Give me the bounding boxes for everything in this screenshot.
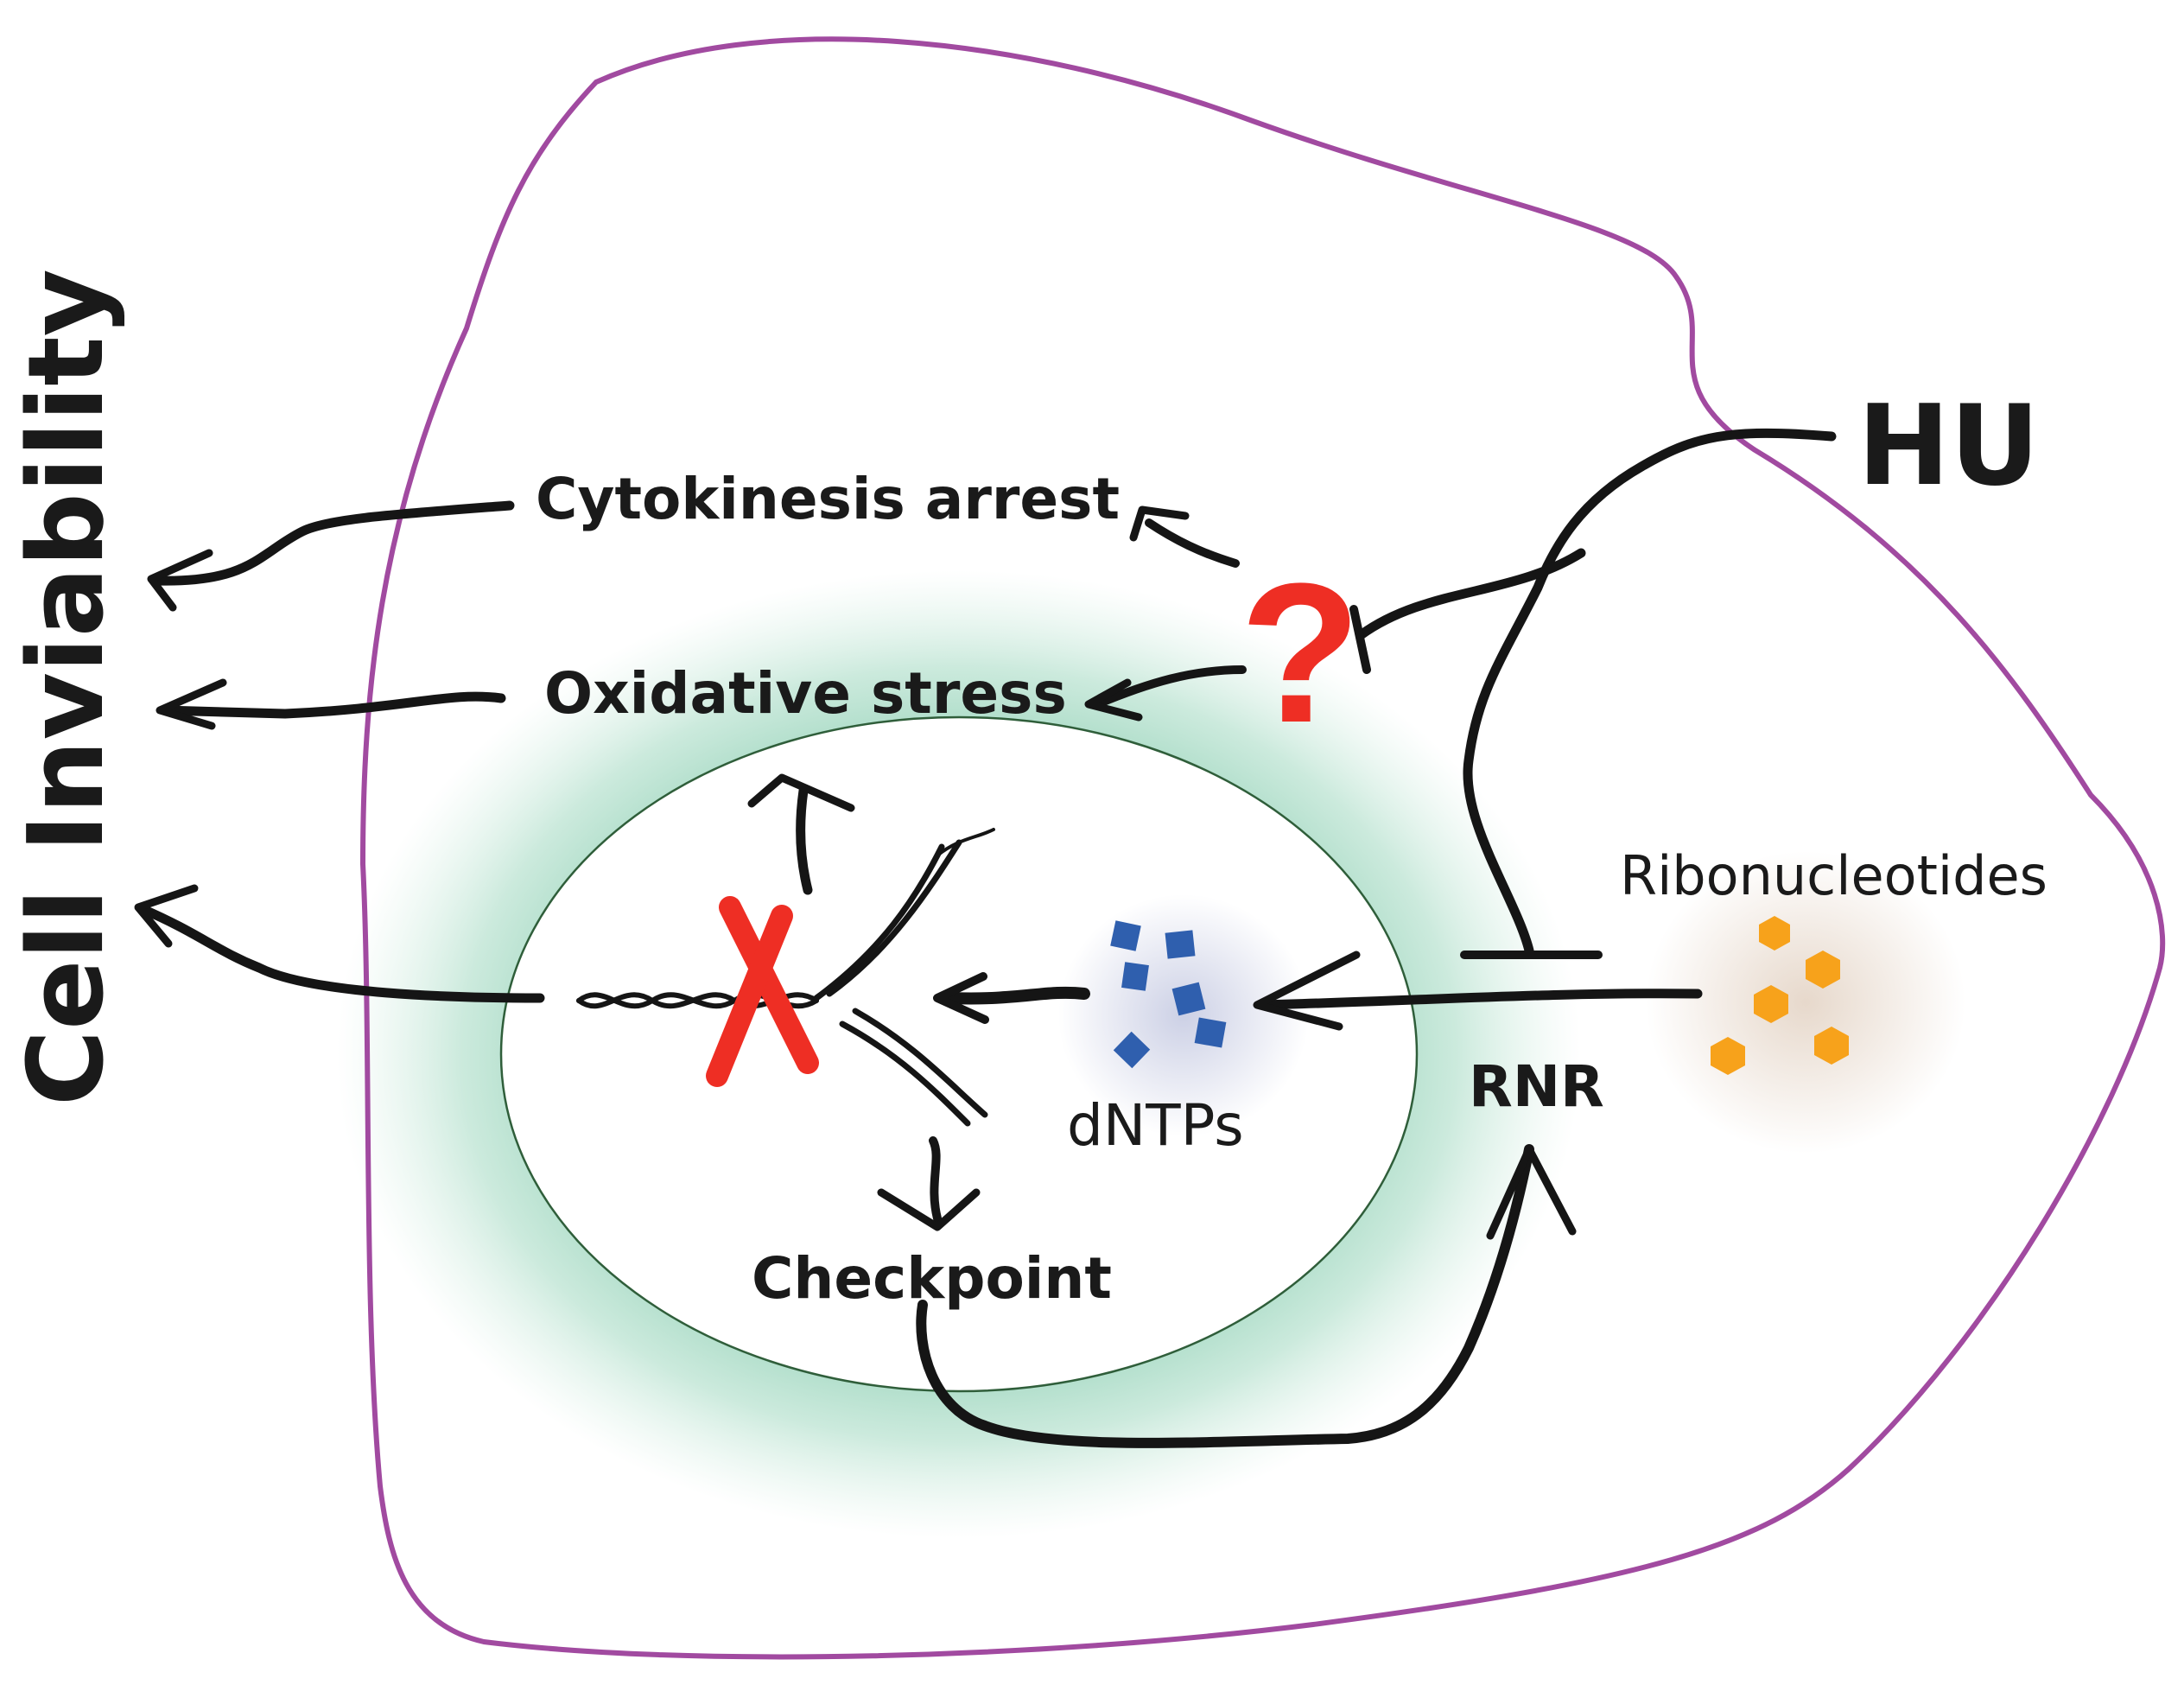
ribonucleotides-label: Ribonucleotides	[1620, 844, 2048, 907]
arrowhead-dntps	[933, 972, 989, 1024]
arrowhead-fork-checkpoint	[877, 1188, 981, 1231]
rnr-label: RNR	[1469, 1053, 1604, 1120]
arrow-oxidative-to-inviability	[159, 691, 506, 719]
hu-inhibition-line	[1463, 428, 1837, 956]
arrow-fork-to-checkpoint	[929, 1136, 942, 1223]
unknown-target-question-mark: ?	[1240, 542, 1362, 764]
cytokinesis-arrest-label: Cytokinesis arrest	[536, 466, 1120, 532]
arrow-question-to-oxidative	[1093, 665, 1247, 709]
arrowhead-question-cytokinesis	[1129, 506, 1190, 542]
cell-inviability-label: Cell Inviability	[7, 269, 127, 1106]
cell-membrane	[359, 36, 2166, 1660]
tbar-question	[1349, 605, 1371, 674]
arrow-checkpoint-to-rnr	[916, 1144, 1534, 1448]
arrowhead-cytokinesis	[147, 549, 213, 612]
arrowhead-ribonucleotides	[1253, 951, 1361, 1031]
checkpoint-label: Checkpoint	[752, 1245, 1112, 1312]
hu-to-question-inhibition	[1355, 548, 1586, 640]
arrow-cytokinesis-to-inviability	[150, 500, 515, 586]
ribonucleotide-molecules-icon	[1711, 916, 1849, 1075]
ribonucleotide-glow	[1646, 851, 1965, 1154]
fork-block-x-icon	[706, 896, 819, 1087]
arrowhead-oxidative	[156, 678, 227, 730]
dntps-label: dNTPs	[1067, 1092, 1244, 1159]
dntp-molecules-icon	[1110, 920, 1227, 1069]
arrow-dntps-to-fork	[944, 986, 1090, 1005]
nucleus	[499, 715, 1419, 1393]
arrow-question-to-cytokinesis	[1145, 518, 1240, 568]
arrowhead-checkpoint-rnr	[1486, 1145, 1577, 1240]
arrowhead-question-oxidative	[1084, 678, 1143, 722]
arrowhead-fork	[134, 884, 199, 948]
hu-label: HU	[1857, 382, 2040, 511]
dntp-glow	[1058, 894, 1309, 1136]
oxidative-stress-label: Oxidative stress	[544, 660, 1067, 727]
arrow-fork-to-inviability	[137, 904, 545, 1003]
arrow-ribonucleotides-to-dntps	[1256, 989, 1703, 1010]
arrowhead-fork-up	[747, 773, 855, 812]
arrow-fork-up	[796, 785, 813, 895]
